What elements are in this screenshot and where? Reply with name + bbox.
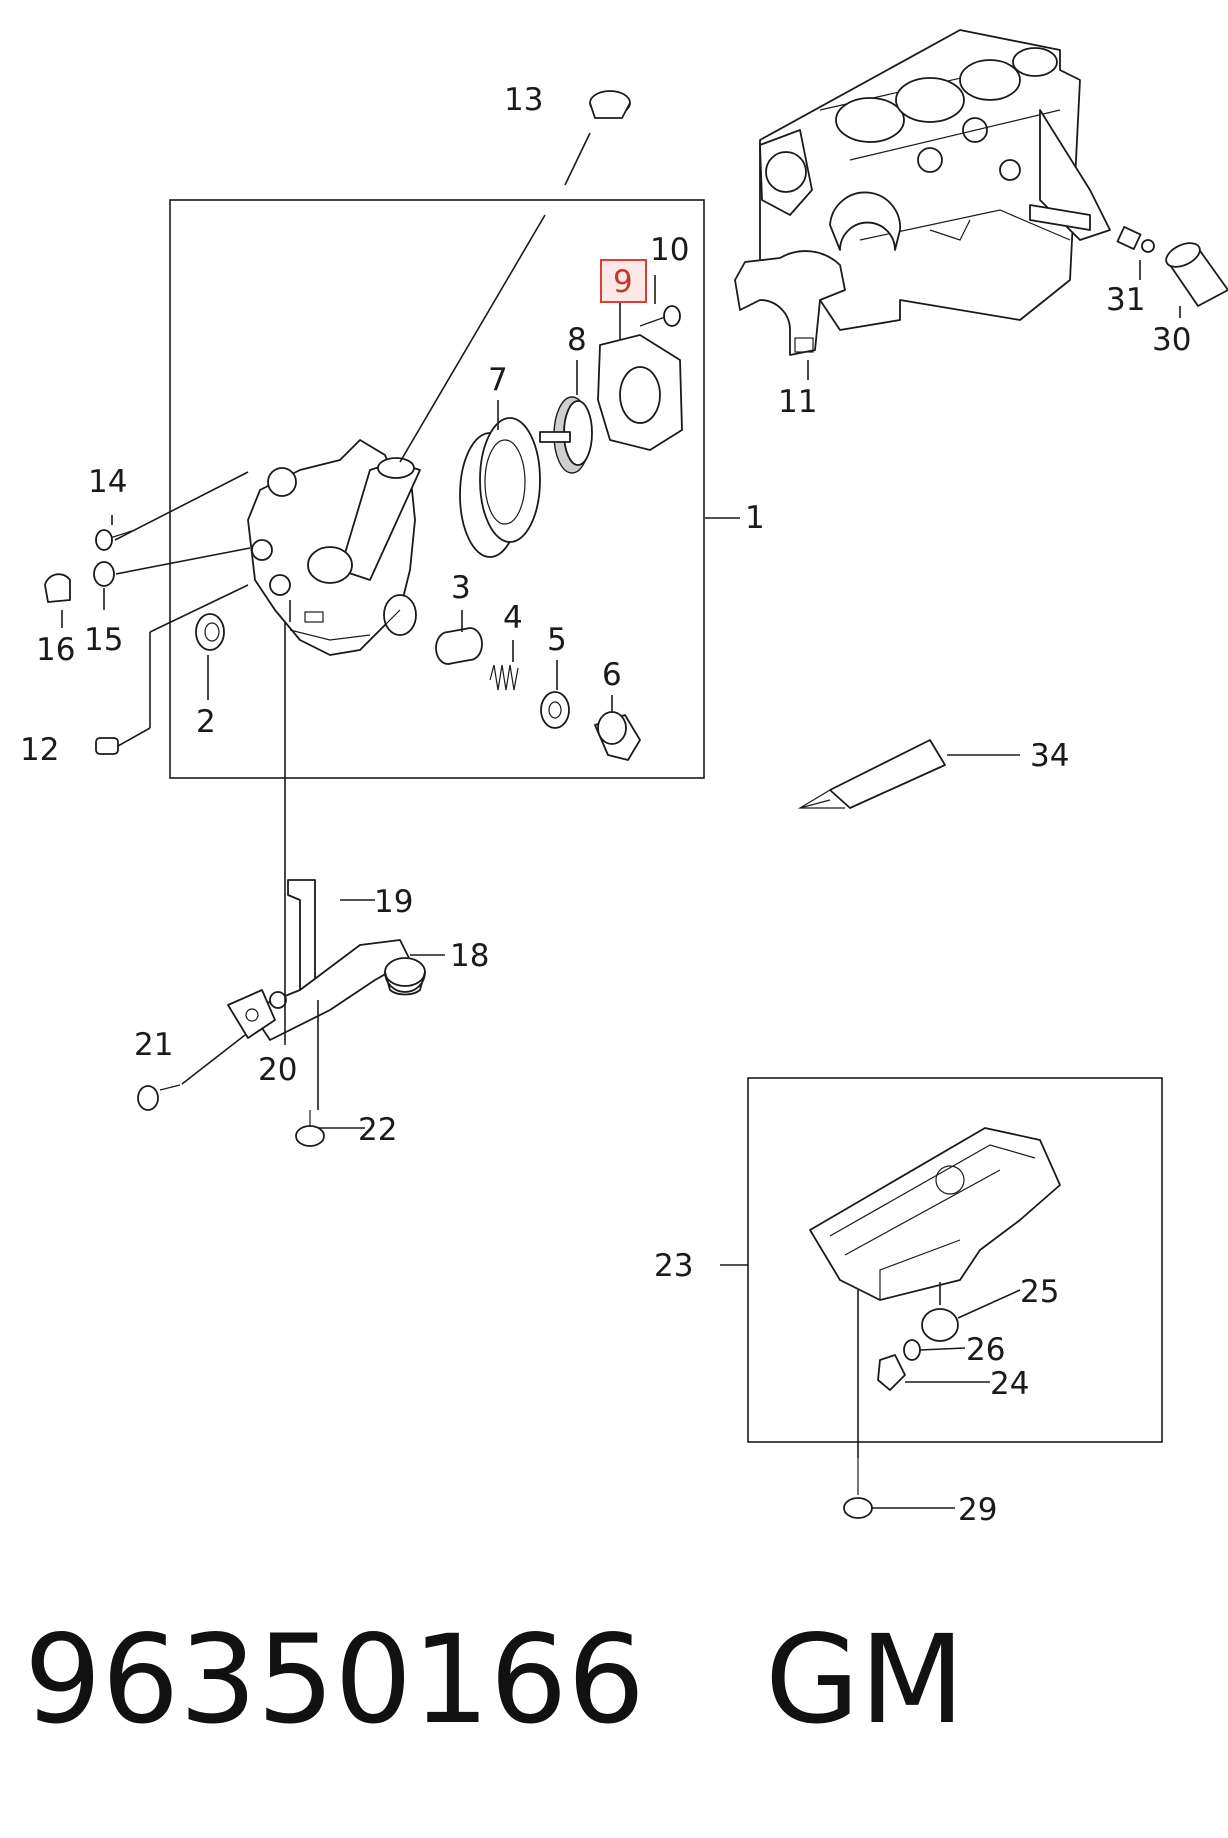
callout-16: 16 bbox=[36, 632, 75, 668]
gasket-26-drawing bbox=[903, 1339, 921, 1361]
callout-11: 11 bbox=[778, 384, 817, 420]
oil-pressure-switch-drawing bbox=[1116, 226, 1155, 253]
callout-8: 8 bbox=[567, 322, 587, 358]
oil-seal-2-drawing bbox=[195, 613, 225, 651]
pump-cover-drawing bbox=[597, 334, 683, 451]
rear-seal-retainer-drawing bbox=[734, 250, 846, 356]
callout-20: 20 bbox=[258, 1052, 297, 1088]
oil-pump-housing-drawing bbox=[247, 439, 421, 656]
drain-plug-24-drawing bbox=[877, 1354, 906, 1391]
oil-filter-drawing bbox=[1165, 242, 1228, 307]
callout-13: 13 bbox=[504, 82, 543, 118]
oil-drain-plug-25-drawing bbox=[921, 1308, 959, 1342]
oil-pan-drawing bbox=[809, 1127, 1061, 1301]
callout-12: 12 bbox=[20, 732, 59, 768]
part-number-footer: 96350166 GM bbox=[24, 1600, 1204, 1760]
callout-25: 25 bbox=[1020, 1274, 1059, 1310]
relief-spring-drawing bbox=[489, 664, 519, 691]
callout-29: 29 bbox=[958, 1492, 997, 1528]
callout-26: 26 bbox=[966, 1332, 1005, 1368]
callout-34: 34 bbox=[1030, 738, 1069, 774]
callout-1: 1 bbox=[745, 500, 765, 536]
washer-15-drawing bbox=[93, 561, 115, 587]
bolt-29-drawing bbox=[843, 1458, 873, 1519]
brand-name: GM bbox=[764, 1609, 965, 1751]
leader-lines bbox=[61, 132, 1181, 1509]
oil-strainer-drawing bbox=[227, 879, 426, 1041]
outer-rotor-drawing bbox=[459, 417, 541, 558]
plug-16-drawing bbox=[44, 573, 71, 603]
inner-gear-drawing bbox=[539, 396, 593, 474]
washer-drawing bbox=[540, 691, 570, 729]
callout-3: 3 bbox=[451, 570, 471, 606]
callout-24: 24 bbox=[990, 1366, 1029, 1402]
callout-18: 18 bbox=[450, 938, 489, 974]
screw-10-drawing bbox=[639, 305, 681, 327]
callout-23: 23 bbox=[654, 1248, 693, 1284]
callout-19: 19 bbox=[374, 884, 413, 920]
callout-30: 30 bbox=[1152, 322, 1191, 358]
callout-21: 21 bbox=[134, 1027, 173, 1063]
callout-5: 5 bbox=[547, 622, 567, 658]
callout-14: 14 bbox=[88, 464, 127, 500]
callout-2: 2 bbox=[196, 704, 216, 740]
callout-6: 6 bbox=[602, 657, 622, 693]
callout-9: 9 bbox=[613, 264, 633, 300]
callout-15: 15 bbox=[84, 622, 123, 658]
callout-7: 7 bbox=[488, 362, 508, 398]
dowel-12-drawing bbox=[95, 737, 119, 755]
highlight-box-9 bbox=[600, 259, 647, 303]
callout-22: 22 bbox=[358, 1112, 397, 1148]
oil-pump-group-frame bbox=[169, 199, 705, 779]
plug-13-drawing bbox=[589, 90, 631, 119]
relief-plunger-drawing bbox=[435, 627, 483, 665]
callout-31: 31 bbox=[1106, 282, 1145, 318]
callout-10: 10 bbox=[650, 232, 689, 268]
callout-4: 4 bbox=[503, 600, 523, 636]
part-number: 96350166 bbox=[24, 1609, 645, 1751]
oil-pan-group-frame bbox=[747, 1077, 1163, 1443]
bolt-22-drawing bbox=[295, 1110, 325, 1147]
sealant-tube-drawing bbox=[797, 739, 946, 809]
engine-block-drawing bbox=[759, 29, 1111, 331]
bolt-21-drawing bbox=[137, 1084, 181, 1111]
relief-plug-drawing bbox=[594, 711, 641, 761]
